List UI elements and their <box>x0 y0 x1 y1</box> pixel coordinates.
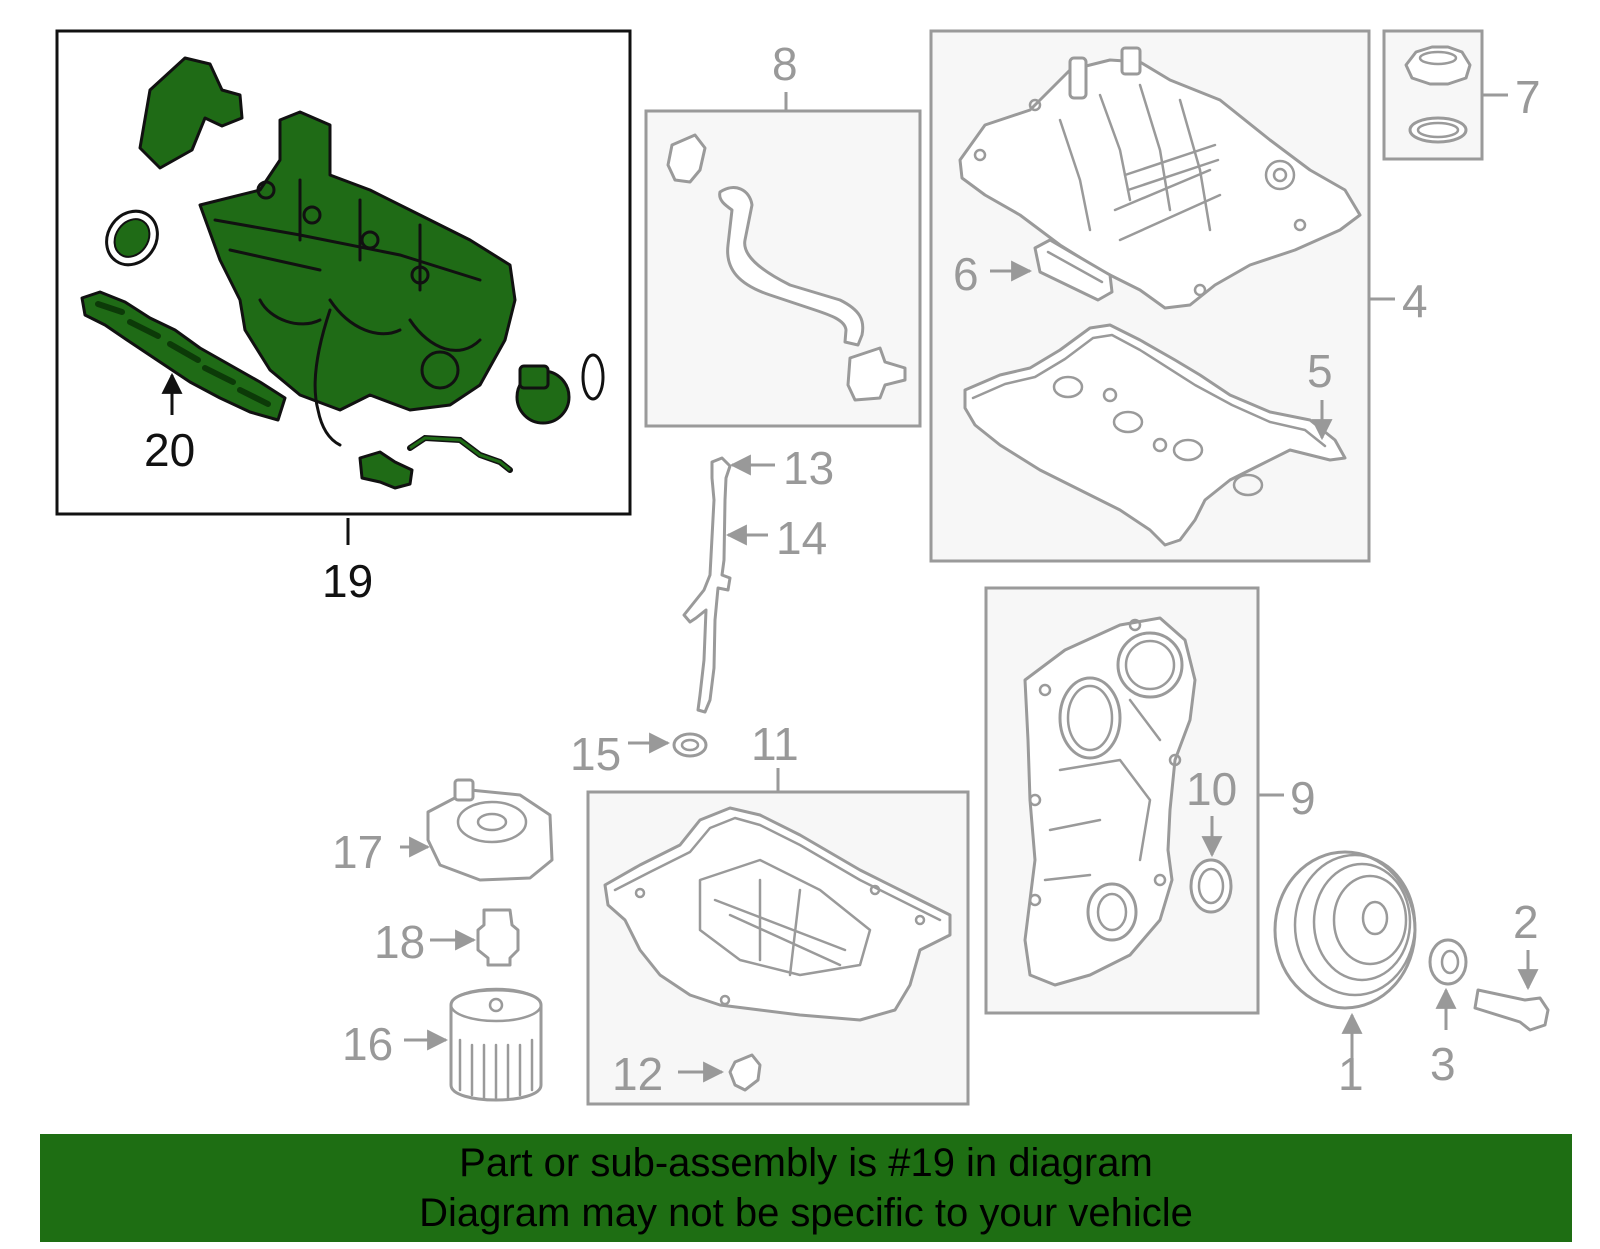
highlight-notice-banner: Part or sub-assembly is #19 in diagram D… <box>40 1134 1572 1242</box>
crank-seal-part <box>1189 858 1233 914</box>
callout-1-label: 1 <box>1338 1048 1364 1100</box>
dipstick-group[interactable]: 13 14 15 <box>570 442 834 780</box>
banner-line-1: Part or sub-assembly is #19 in diagram <box>459 1141 1153 1185</box>
intake-sensor-part <box>138 56 244 170</box>
pulley-washer-part <box>1428 938 1468 986</box>
valve-o-ring-part <box>581 353 605 401</box>
callout-6-label: 6 <box>953 248 979 300</box>
crank-pulley-group[interactable]: 1 2 3 <box>1273 850 1550 1100</box>
pulley-bolt-part <box>1473 988 1550 1032</box>
callout-3-label: 3 <box>1430 1038 1456 1090</box>
callout-12-label: 12 <box>612 1048 663 1100</box>
intake-manifold-part <box>198 110 517 412</box>
intake-o-ring-part <box>105 209 159 267</box>
hose-clamp-lower <box>846 346 907 402</box>
callout-5-label: 5 <box>1307 345 1333 397</box>
timing-cover-group[interactable]: 10 9 <box>984 586 1316 1015</box>
callout-8-label: 8 <box>772 38 798 90</box>
banner-line-2: Diagram may not be specific to your vehi… <box>419 1191 1193 1235</box>
oil-filler-cap-group[interactable]: 7 <box>1382 29 1541 161</box>
breather-hose-group[interactable]: 8 <box>644 38 922 428</box>
dipstick-tube-part <box>682 456 732 714</box>
callout-10-label: 10 <box>1186 763 1237 815</box>
callout-19: 19 <box>322 518 373 607</box>
callout-18-label: 18 <box>374 916 425 968</box>
intake-manifold-assembly-group[interactable] <box>55 29 632 516</box>
callout-4-label: 4 <box>1402 275 1428 327</box>
dipstick-o-ring-part <box>672 732 708 758</box>
oil-pan-part <box>603 806 952 1022</box>
callout-2-label: 2 <box>1513 896 1539 948</box>
callout-13-label: 13 <box>783 442 834 494</box>
callout-7-label: 7 <box>1515 71 1541 123</box>
callout-15-label: 15 <box>570 728 621 780</box>
hose-clamp-upper <box>666 133 707 184</box>
drain-plug-part <box>728 1053 762 1092</box>
callout-20-label: 20 <box>144 424 195 476</box>
callout-14-label: 14 <box>776 512 827 564</box>
valve-cover-group[interactable]: 4 5 6 <box>929 29 1428 563</box>
oil-cooler-filter-group[interactable]: 17 18 16 <box>332 778 554 1102</box>
callout-19-label: 19 <box>322 555 373 607</box>
oil-pan-group[interactable]: 12 11 <box>586 718 970 1106</box>
callout-17-label: 17 <box>332 826 383 878</box>
callout-20: 20 <box>144 372 195 476</box>
map-sensor-part <box>358 450 414 490</box>
callout-9-label: 9 <box>1290 772 1316 824</box>
callout-16-label: 16 <box>342 1018 393 1070</box>
callout-11-label: 11 <box>751 718 799 770</box>
oil-cooler-part <box>426 788 554 882</box>
oil-cooler-fitting-part <box>476 908 520 967</box>
breather-hose-part <box>718 186 865 347</box>
